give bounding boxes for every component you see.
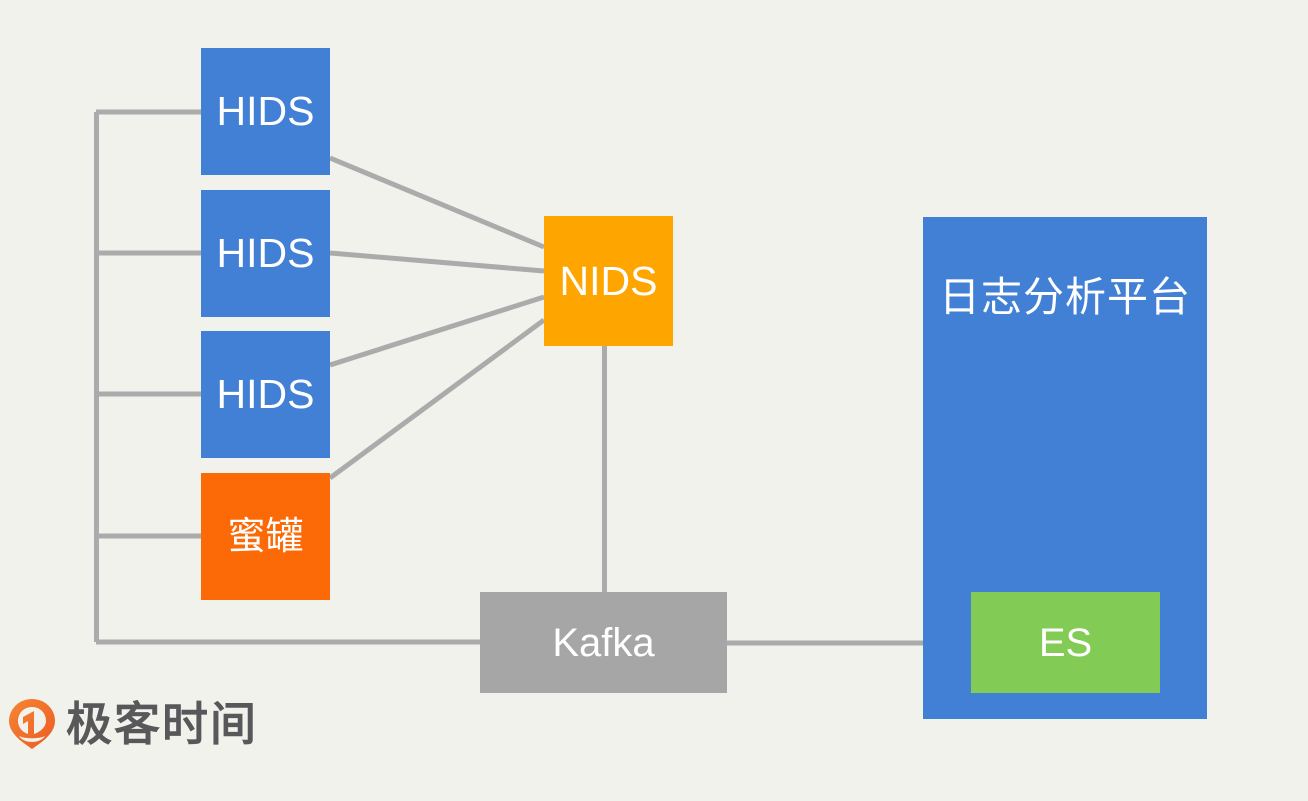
wire-hids3-nids (329, 294, 545, 368)
wire-hids2-nids (329, 250, 545, 274)
node-honeypot[interactable]: 蜜罐 (201, 473, 330, 600)
node-nids-label: NIDS (559, 257, 658, 304)
geektime-pin-icon (9, 699, 55, 749)
node-es-label: ES (1038, 620, 1093, 665)
node-es[interactable]: ES (971, 592, 1160, 693)
node-kafka[interactable]: Kafka (480, 592, 727, 693)
node-hids-3[interactable]: HIDS (201, 331, 330, 458)
wire-hids1-nids (329, 155, 545, 250)
node-nids[interactable]: NIDS (544, 216, 673, 346)
node-log-analysis-platform-label: 日志分析平台 (939, 274, 1191, 320)
node-hids-2[interactable]: HIDS (201, 190, 330, 317)
wire-honeypot-nids (328, 317, 546, 481)
node-honeypot-label: 蜜罐 (227, 515, 304, 558)
brand-name: 极客时间 (66, 697, 258, 751)
node-hids-1[interactable]: HIDS (201, 48, 330, 175)
brand-logo: 极客时间 (8, 698, 258, 750)
node-hids-2-label: HIDS (216, 230, 315, 276)
node-kafka-label: Kafka (552, 620, 655, 665)
node-hids-3-label: HIDS (216, 371, 315, 417)
node-hids-1-label: HIDS (216, 88, 315, 134)
